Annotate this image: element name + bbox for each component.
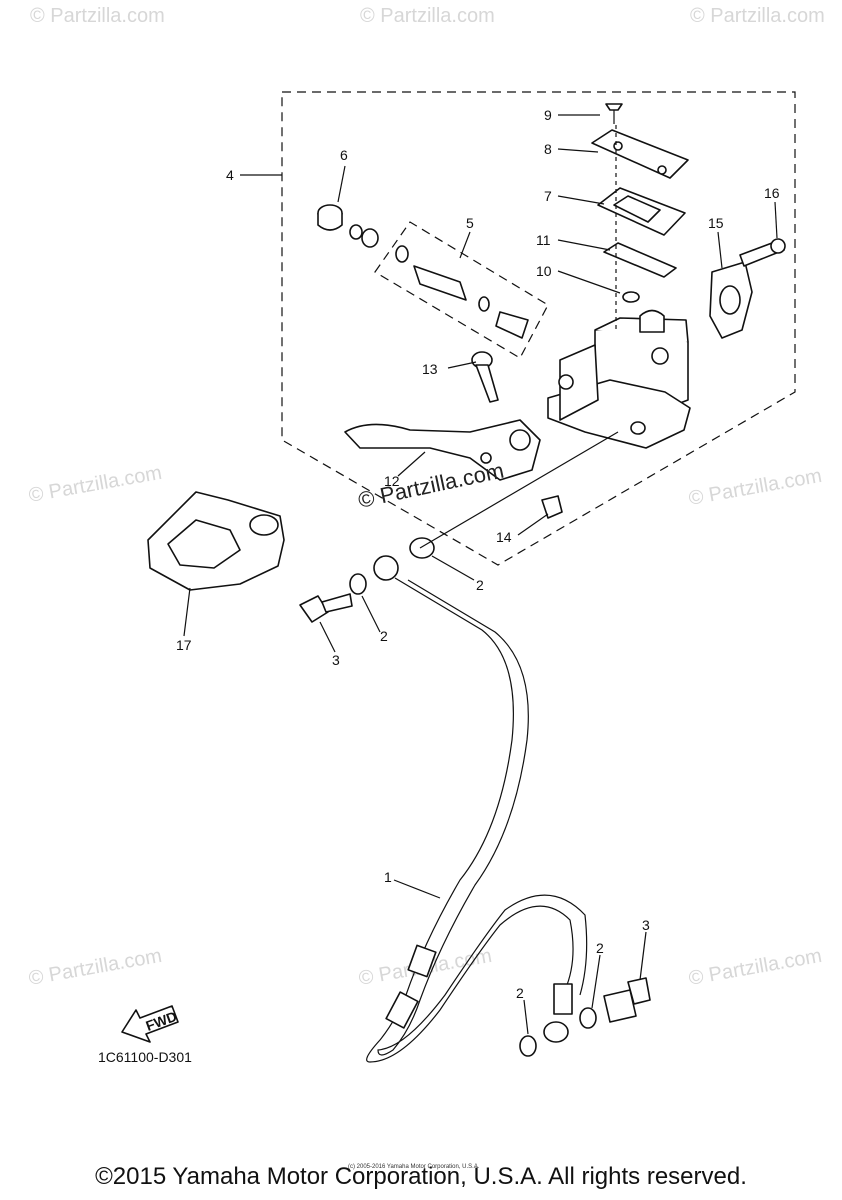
callout-10: 10 [536, 263, 552, 279]
callout-13: 13 [422, 361, 438, 377]
copyright-notice: ©2015 Yamaha Motor Corporation, U.S.A. A… [95, 1163, 747, 1190]
lever-part [344, 419, 541, 481]
callout-2: 2 [476, 577, 484, 593]
fwd-label: FWD [144, 1008, 179, 1034]
brake-hose-part [366, 577, 588, 1063]
cap-plate-part [597, 187, 686, 236]
watermark-text: © Partzilla.com [687, 465, 824, 510]
callout-11: 11 [536, 232, 551, 248]
piston-kit-part [395, 245, 529, 339]
nut-part [541, 495, 563, 519]
float-part [622, 291, 640, 303]
banjo-upper-part [299, 537, 435, 623]
fwd-arrow-icon: FWD [121, 1005, 179, 1043]
callout-6: 6 [340, 147, 348, 163]
small-notice: (c) 2005-2016 Yamaha Motor Corporation, … [348, 1164, 480, 1170]
assembly-boundary [281, 91, 796, 566]
callouts: 1 2 2 2 2 3 3 4 5 6 7 8 9 10 11 12 13 14… [176, 107, 780, 1001]
callout-1: 1 [384, 869, 392, 885]
lever-cover-part [147, 491, 285, 591]
callout-8: 8 [544, 141, 552, 157]
callout-16: 16 [764, 185, 780, 201]
master-cylinder-part [547, 309, 691, 449]
callout-3: 3 [332, 652, 340, 668]
clamp-part [709, 238, 786, 339]
callout-4: 4 [226, 167, 234, 183]
screw-part-9 [605, 103, 623, 124]
callout-17: 17 [176, 637, 192, 653]
callout-5: 5 [466, 215, 474, 231]
watermark-text: © Partzilla.com [690, 5, 825, 27]
callout-2: 2 [380, 628, 388, 644]
diagram-code: 1C61100-D301 [98, 1049, 192, 1065]
callout-2: 2 [596, 940, 604, 956]
watermark-text: © Partzilla.com [687, 945, 824, 990]
leader-lines [183, 114, 778, 1035]
pivot-bolt-part [471, 351, 499, 403]
watermark-text: © Partzilla.com [360, 5, 495, 27]
callout-14: 14 [496, 529, 512, 545]
callout-7: 7 [544, 188, 552, 204]
callout-3: 3 [642, 917, 650, 933]
callout-12: 12 [384, 473, 400, 489]
watermark-text: © Partzilla.com [27, 462, 164, 507]
cap-part [317, 204, 379, 248]
callout-9: 9 [544, 107, 552, 123]
callout-15: 15 [708, 215, 724, 231]
callout-2: 2 [516, 985, 524, 1001]
center-watermark: © Partzilla.com [356, 458, 506, 513]
watermark-text: © Partzilla.com [30, 5, 165, 27]
banjo-lower-part [519, 977, 651, 1057]
watermark-text: © Partzilla.com [27, 945, 164, 990]
diaphragm-part [603, 242, 677, 278]
piston-kit-boundary [374, 221, 549, 359]
reservoir-cover-part [591, 129, 689, 179]
